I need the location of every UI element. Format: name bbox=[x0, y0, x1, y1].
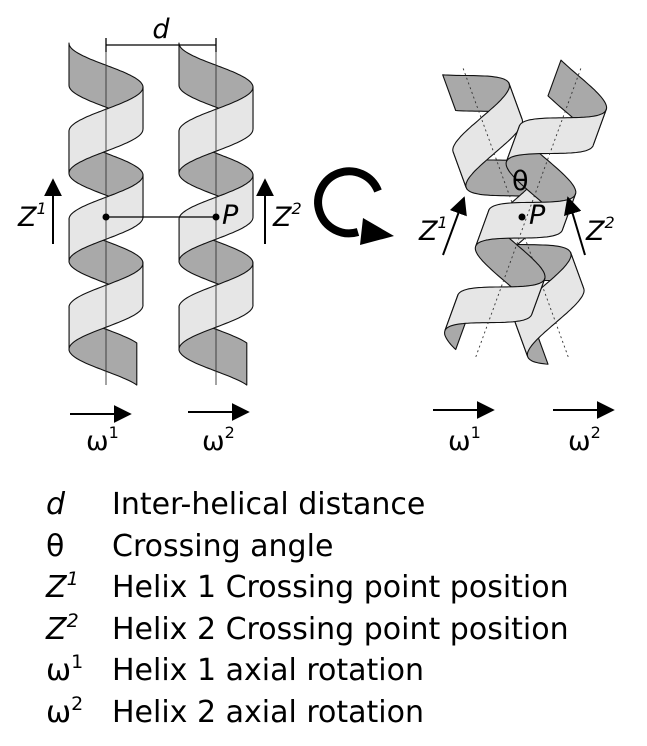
legend-description: Helix 1 Crossing point position bbox=[112, 570, 569, 605]
omega2-label-right: ω2 bbox=[568, 423, 601, 457]
z1-label-left: Z1 bbox=[17, 199, 47, 233]
omega1-label-right: ω1 bbox=[448, 423, 481, 457]
angle-label: θ bbox=[512, 166, 529, 197]
legend-row: θ Crossing angle bbox=[46, 526, 569, 568]
legend-row: d Inter-helical distance bbox=[46, 484, 569, 526]
z2-label-left: Z2 bbox=[272, 199, 302, 233]
legend-symbol: d bbox=[46, 484, 112, 526]
helix-crossing-diagram: d P Z1 Z2 ω1 ω2 θ P Z1 Z2 ω1 ω2 bbox=[17, 14, 615, 457]
legend-symbol-base: d bbox=[46, 487, 66, 522]
legend-symbol: Z1 bbox=[46, 567, 112, 609]
legend-symbol-superscript: 2 bbox=[66, 609, 79, 632]
legend-symbol: θ bbox=[46, 526, 112, 568]
z1-label-right: Z1 bbox=[418, 213, 448, 247]
legend-description: Crossing angle bbox=[112, 528, 334, 564]
omega1-label-left: ω1 bbox=[86, 423, 119, 457]
legend-symbol-base: ω bbox=[46, 653, 72, 688]
clockwise-arrow-icon bbox=[314, 167, 394, 245]
legend-symbol-superscript: 1 bbox=[66, 568, 79, 590]
legend-symbol-base: ω bbox=[46, 694, 72, 730]
z1-arrow-right bbox=[442, 196, 467, 256]
distance-dimension bbox=[105, 38, 217, 52]
legend-symbol-base: θ bbox=[46, 528, 65, 564]
point-label-right: P bbox=[529, 200, 546, 231]
point-label-left: P bbox=[222, 200, 239, 231]
legend-symbol-base: Z bbox=[46, 611, 67, 647]
z2-label-right: Z2 bbox=[585, 213, 615, 247]
legend-symbol-base: Z bbox=[46, 570, 67, 605]
crossing-point-2 bbox=[212, 213, 220, 221]
helix-axis-line bbox=[475, 67, 582, 358]
legend-symbol: ω1 bbox=[46, 650, 112, 692]
legend-symbol-superscript: 2 bbox=[71, 692, 84, 715]
crossing-point-right bbox=[518, 213, 526, 221]
crossing-point-1 bbox=[102, 213, 110, 221]
helix-axis-line bbox=[462, 67, 569, 358]
omega2-label-left: ω2 bbox=[202, 423, 235, 457]
distance-label: d bbox=[152, 14, 170, 45]
legend-symbol: ω2 bbox=[46, 692, 112, 734]
legend-symbol: Z2 bbox=[46, 609, 112, 651]
legend-description: Helix 2 axial rotation bbox=[112, 694, 424, 730]
legend-description: Helix 2 Crossing point position bbox=[112, 611, 569, 647]
z2-arrow-right bbox=[564, 196, 586, 256]
helix-2-crossed bbox=[444, 59, 608, 358]
legend-symbol-superscript: 1 bbox=[71, 651, 84, 673]
legend-description: Helix 1 axial rotation bbox=[112, 653, 424, 688]
legend-description: Inter-helical distance bbox=[112, 487, 426, 522]
right-helices-group bbox=[442, 59, 608, 365]
